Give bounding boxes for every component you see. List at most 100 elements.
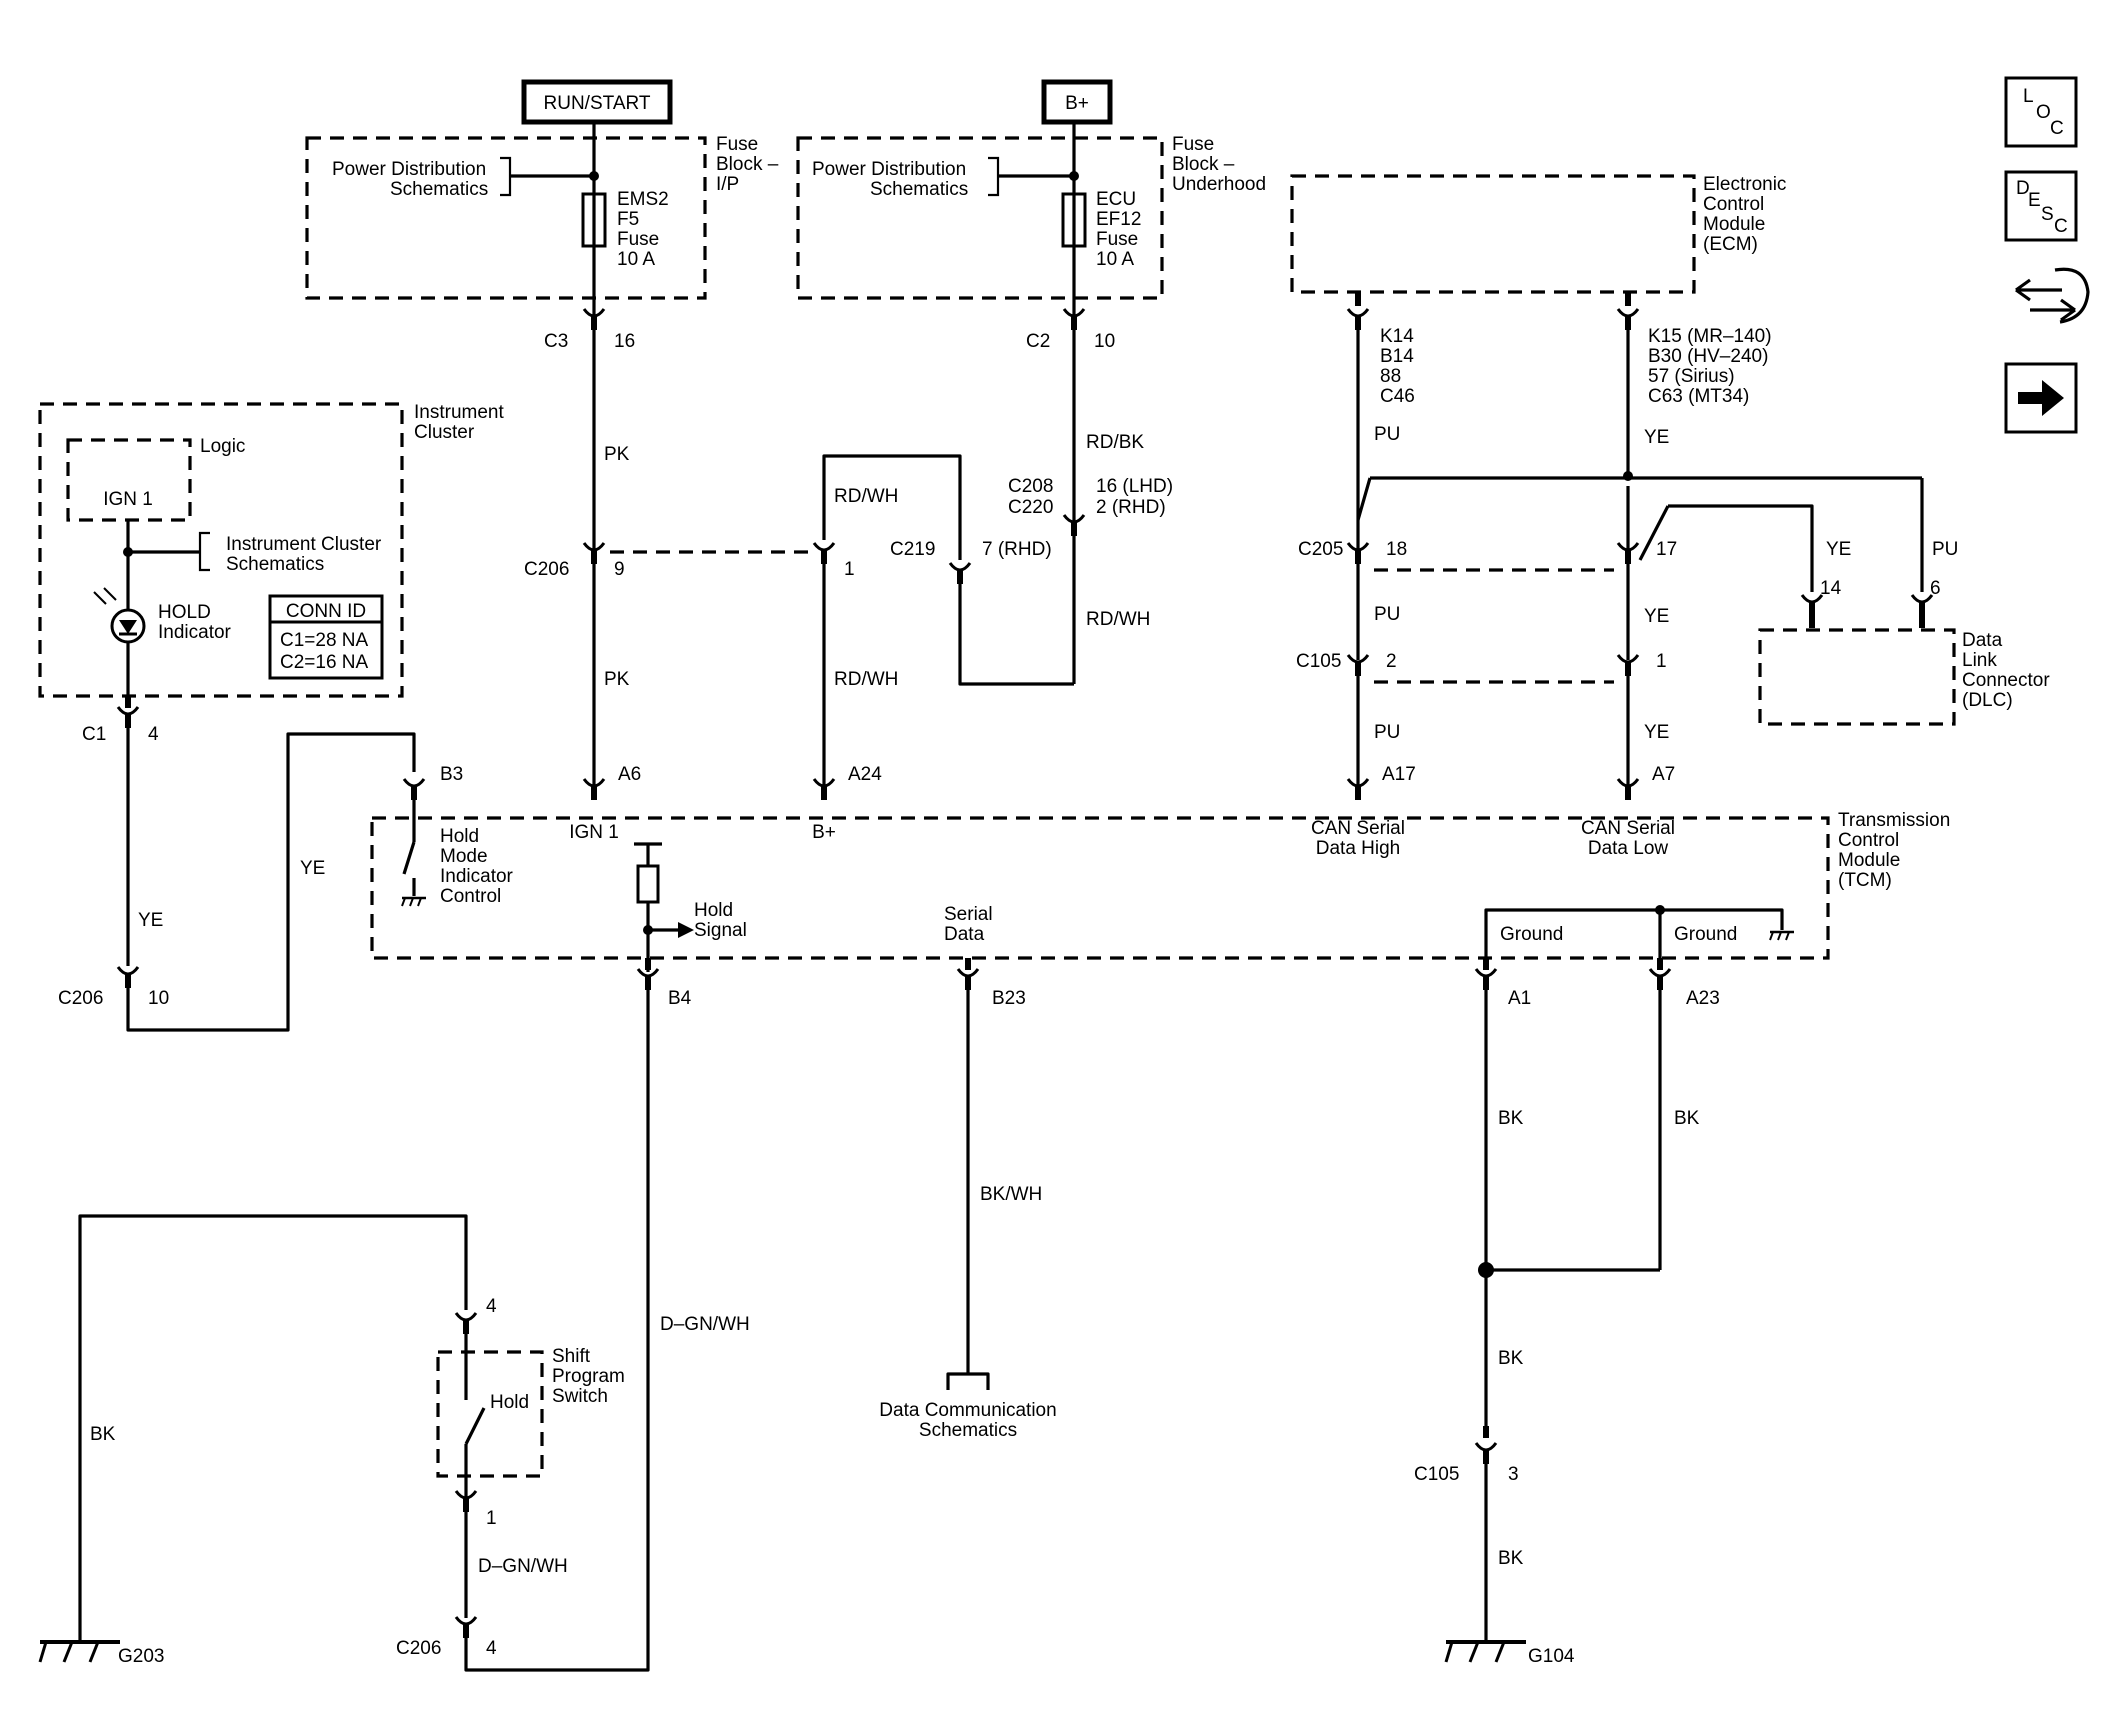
tcm-hold-mode-4: Control [440, 886, 501, 907]
wire-bk-wh: BK/WH [980, 1184, 1042, 1205]
fuse-block-underhood-outline [796, 136, 1164, 300]
wire-ye-hold-indicator: YE [300, 858, 325, 879]
connector-view-icon[interactable] [2015, 267, 2090, 324]
wire-bk-4: BK [1498, 1548, 1524, 1569]
cluster-label-1: Instrument [414, 402, 504, 423]
conn-id-c1: C1=28 NA [280, 630, 369, 651]
conn-tcm-a7: A7 [1652, 764, 1675, 785]
conn-c205: C205 [1298, 539, 1343, 560]
ecm-label-1: Electronic [1703, 174, 1786, 195]
tcm-ground-2: Ground [1674, 924, 1737, 945]
fuse-left-amps: 10 A [617, 249, 655, 270]
shift-program-switch-outline [436, 1350, 544, 1478]
dlc-label-2: Link [1962, 650, 1997, 671]
wire-pk-1: PK [604, 444, 630, 465]
wire-bk-g203: BK [90, 1424, 116, 1445]
conn-c220-pin-2-rhd: 2 (RHD) [1096, 497, 1166, 518]
tcm-can-low-2: Data Low [1588, 838, 1669, 859]
conn-c206-c: C206 [396, 1638, 441, 1659]
fuse-block-left-1: Fuse [716, 134, 758, 155]
ecm-pin-c63: C63 (MT34) [1648, 386, 1749, 407]
tcm-hold-mode-3: Indicator [440, 866, 514, 887]
conn-c205-pin-17: 17 [1656, 539, 1677, 560]
dlc-outline [1758, 628, 1956, 726]
conn-c206-pin-1: 1 [844, 559, 855, 580]
conn-c2-pin-10: 10 [1094, 331, 1115, 352]
conn-tcm-b23: B23 [992, 988, 1026, 1009]
conn-id-c2: C2=16 NA [280, 652, 369, 673]
conn-c105-pin-2: 2 [1386, 651, 1397, 672]
wire-rd-wh-3: RD/WH [834, 669, 898, 690]
loc-icon[interactable]: L O C [2004, 76, 2078, 148]
pds-ref-right-2: Schematics [870, 179, 968, 200]
pds-ref-left-2: Schematics [390, 179, 488, 200]
data-comm-ref-2: Schematics [919, 1420, 1017, 1441]
arrow-right-icon[interactable] [2004, 362, 2078, 434]
hold-indicator-label-1: HOLD [158, 602, 211, 623]
tcm-bplus-label: B+ [812, 822, 836, 843]
pds-ref-right-1: Power Distribution [812, 159, 966, 180]
conn-dlc-pin-6: 6 [1930, 578, 1941, 599]
dlc-label-1: Data [1962, 630, 2003, 651]
conn-c1-pin-4: 4 [148, 724, 159, 745]
ecm-label-4: (ECM) [1703, 234, 1758, 255]
wire-rd-bk: RD/BK [1086, 432, 1144, 453]
switch-label-3: Switch [552, 1386, 608, 1407]
conn-tcm-b4: B4 [668, 988, 692, 1009]
wire-dgn-wh-1: D–GN/WH [660, 1314, 750, 1335]
wire-pu-dlc: PU [1932, 539, 1958, 560]
ecm-pin-b14: B14 [1380, 346, 1414, 367]
wire-rd-wh-2: RD/WH [1086, 609, 1150, 630]
hold-indicator-label-2: Indicator [158, 622, 232, 643]
conn-c3: C3 [544, 331, 568, 352]
conn-c2: C2 [1026, 331, 1050, 352]
fuse-block-right-1: Fuse [1172, 134, 1214, 155]
tcm-serial-data-1: Serial [944, 904, 993, 925]
wire-ye-dlc: YE [1826, 539, 1851, 560]
fuse-block-ip-outline [305, 136, 707, 300]
conn-c206-pin-10: 10 [148, 988, 169, 1009]
conn-c105-b: C105 [1414, 1464, 1459, 1485]
desc-letter-d: D [2016, 178, 2030, 199]
ecm-label-3: Module [1703, 214, 1765, 235]
conn-tcm-a6: A6 [618, 764, 641, 785]
conn-c208: C208 [1008, 476, 1053, 497]
ground-g104-label: G104 [1528, 1646, 1575, 1667]
conn-c206-pin-9: 9 [614, 559, 625, 580]
fuse-block-right-2: Block – [1172, 154, 1235, 175]
ecm-pin-k15: K15 (MR–140) [1648, 326, 1772, 347]
ground-g203-label: G203 [118, 1646, 164, 1667]
ecm-pin-c46: C46 [1380, 386, 1415, 407]
switch-label-2: Program [552, 1366, 625, 1387]
conn-id-title: CONN ID [286, 601, 366, 622]
wire-pu-3: PU [1374, 722, 1400, 743]
loc-letter-c: C [2050, 118, 2064, 139]
tcm-serial-data-2: Data [944, 924, 985, 945]
wire-dgn-wh-2: D–GN/WH [478, 1556, 568, 1577]
cluster-ref-2: Schematics [226, 554, 324, 575]
run-start-label: RUN/START [521, 79, 673, 125]
ecm-pin-k14: K14 [1380, 326, 1414, 347]
desc-letter-s: S [2041, 204, 2054, 225]
dlc-label-3: Connector [1962, 670, 2050, 691]
conn-c208-pin-16-lhd: 16 (LHD) [1096, 476, 1173, 497]
conn-c105-pin-1: 1 [1656, 651, 1667, 672]
tcm-can-high-1: CAN Serial [1311, 818, 1405, 839]
wire-ye-ecm: YE [1644, 427, 1669, 448]
fuse-left-num: F5 [617, 209, 639, 230]
conn-tcm-a1: A1 [1508, 988, 1531, 1009]
fuse-left-type: Fuse [617, 229, 659, 250]
ecm-pin-88: 88 [1380, 366, 1401, 387]
tcm-label-1: Transmission [1838, 810, 1950, 831]
cluster-label-2: Cluster [414, 422, 475, 443]
desc-letter-e: E [2028, 190, 2041, 211]
ground-g203-symbol [38, 1640, 122, 1664]
wire-ye-2: YE [1644, 606, 1669, 627]
conn-switch-pin-1: 1 [486, 1508, 497, 1529]
fuse-right-amps: 10 A [1096, 249, 1134, 270]
switch-label-1: Shift [552, 1346, 591, 1367]
desc-icon[interactable]: D E S C [2004, 170, 2078, 242]
tcm-hold-mode-2: Mode [440, 846, 488, 867]
ecm-pin-b30: B30 (HV–240) [1648, 346, 1768, 367]
switch-hold-label: Hold [490, 1392, 529, 1413]
